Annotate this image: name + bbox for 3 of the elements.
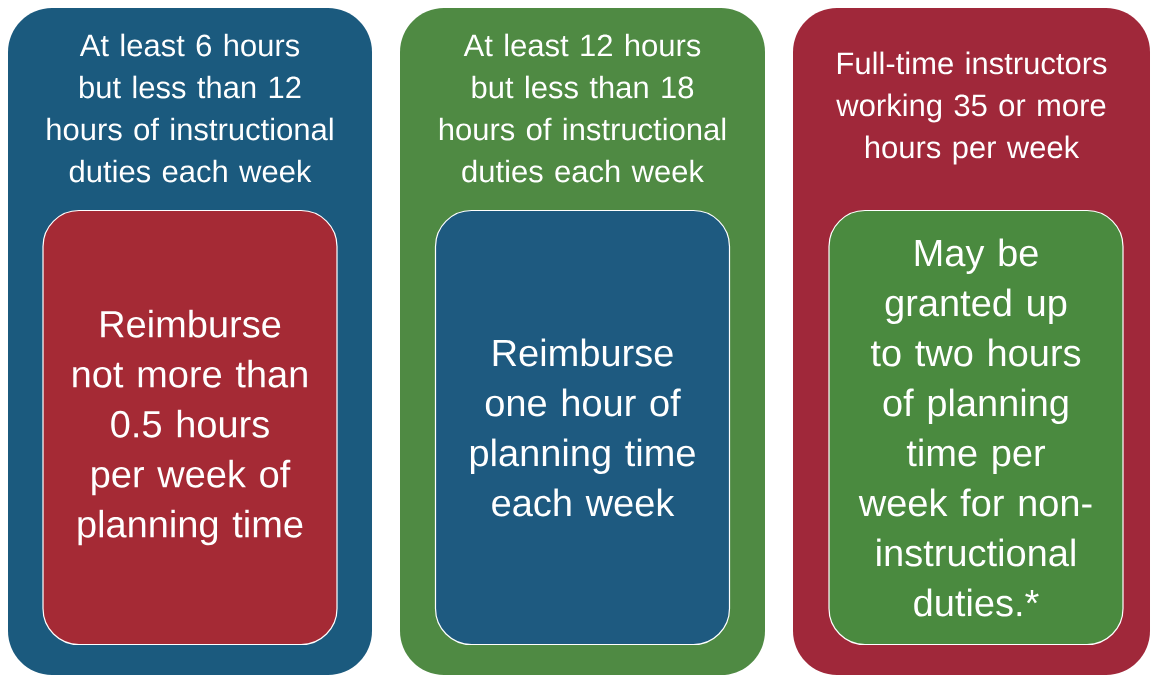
- content-box: May be granted up to two hours of planning time per week for non-instructional duties.*: [828, 209, 1124, 646]
- content-box: Reimburse one hour of planning time each week: [434, 209, 731, 646]
- content-box: Reimburse not more than 0.5 hours per week of planning time: [42, 209, 338, 646]
